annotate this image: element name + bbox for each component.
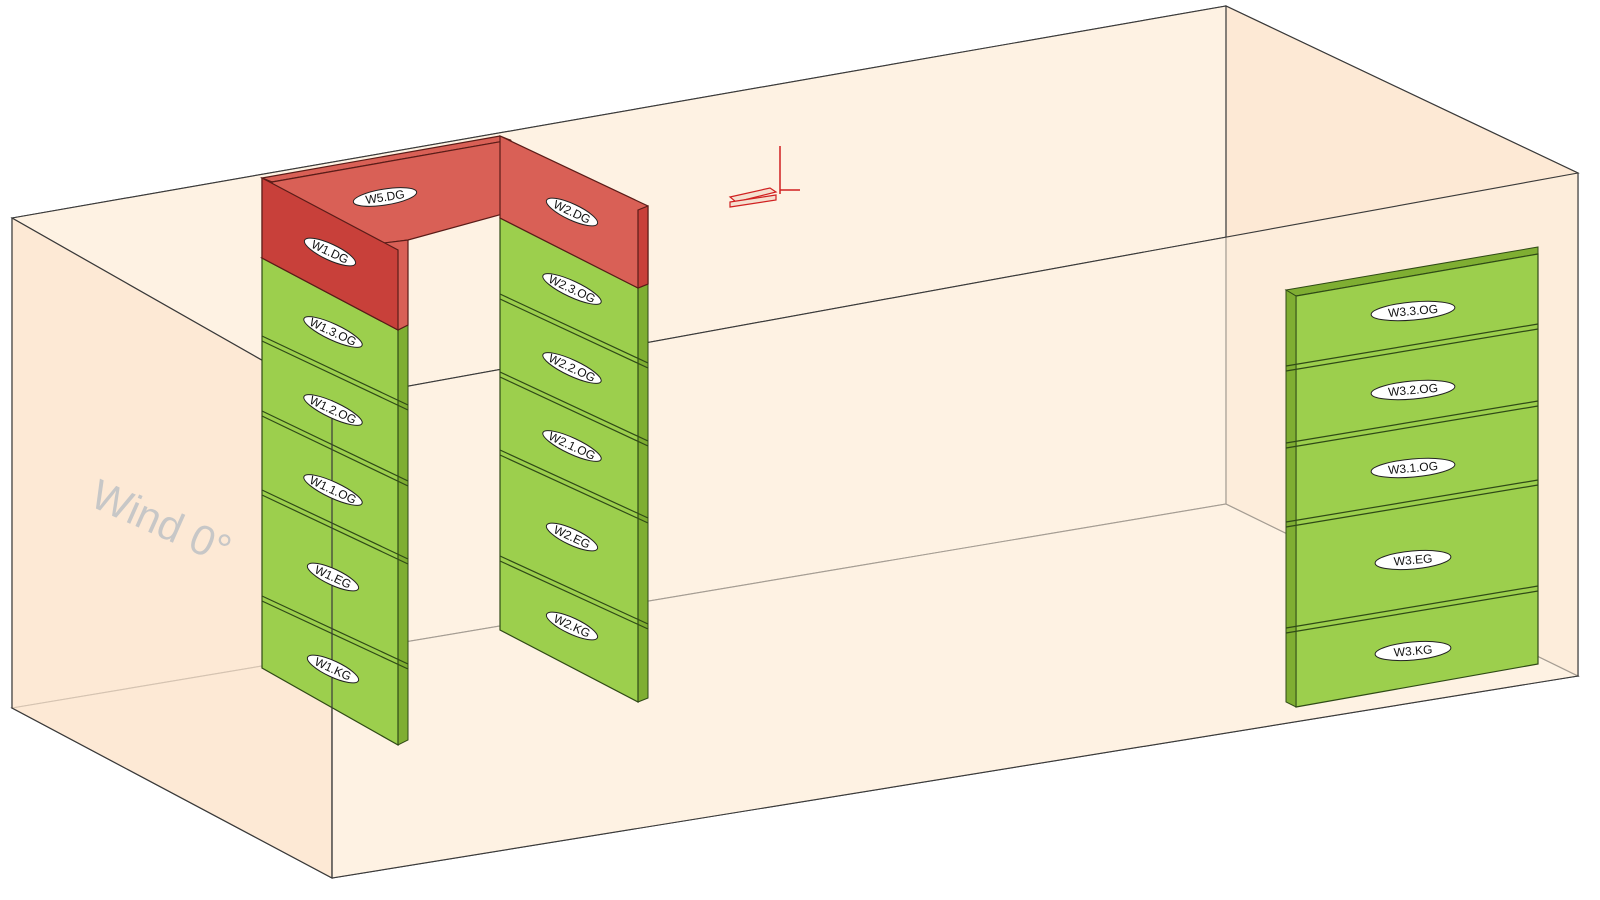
svg-text:W3.KG: W3.KG xyxy=(1393,642,1433,659)
svg-text:W3.EG: W3.EG xyxy=(1393,551,1433,568)
coordinate-marker-icon xyxy=(728,146,800,208)
wall-w3 xyxy=(1284,246,1539,708)
svg-text:W3.2.OG: W3.2.OG xyxy=(1387,381,1438,399)
wall-w2-dg-side xyxy=(637,205,649,289)
wall-w3-side xyxy=(1285,289,1297,708)
wall-w2-side xyxy=(637,283,649,703)
label-w3-3-og: W3.3.OG xyxy=(1370,300,1456,322)
label-w3-1-og: W3.1.OG xyxy=(1370,457,1456,479)
wall-w3-face xyxy=(1295,253,1539,708)
svg-text:W3.3.OG: W3.3.OG xyxy=(1387,302,1438,320)
label-w3-2-og: W3.2.OG xyxy=(1370,379,1456,401)
label-w5-dg: W5.DG xyxy=(352,187,418,207)
label-w3-kg: W3.KG xyxy=(1374,640,1452,662)
wall-w1 xyxy=(261,257,409,747)
wall-w1-side xyxy=(397,324,409,746)
svg-text:W3.1.OG: W3.1.OG xyxy=(1387,459,1438,477)
svg-text:W5.DG: W5.DG xyxy=(364,187,405,207)
label-w3-eg: W3.EG xyxy=(1374,549,1452,571)
